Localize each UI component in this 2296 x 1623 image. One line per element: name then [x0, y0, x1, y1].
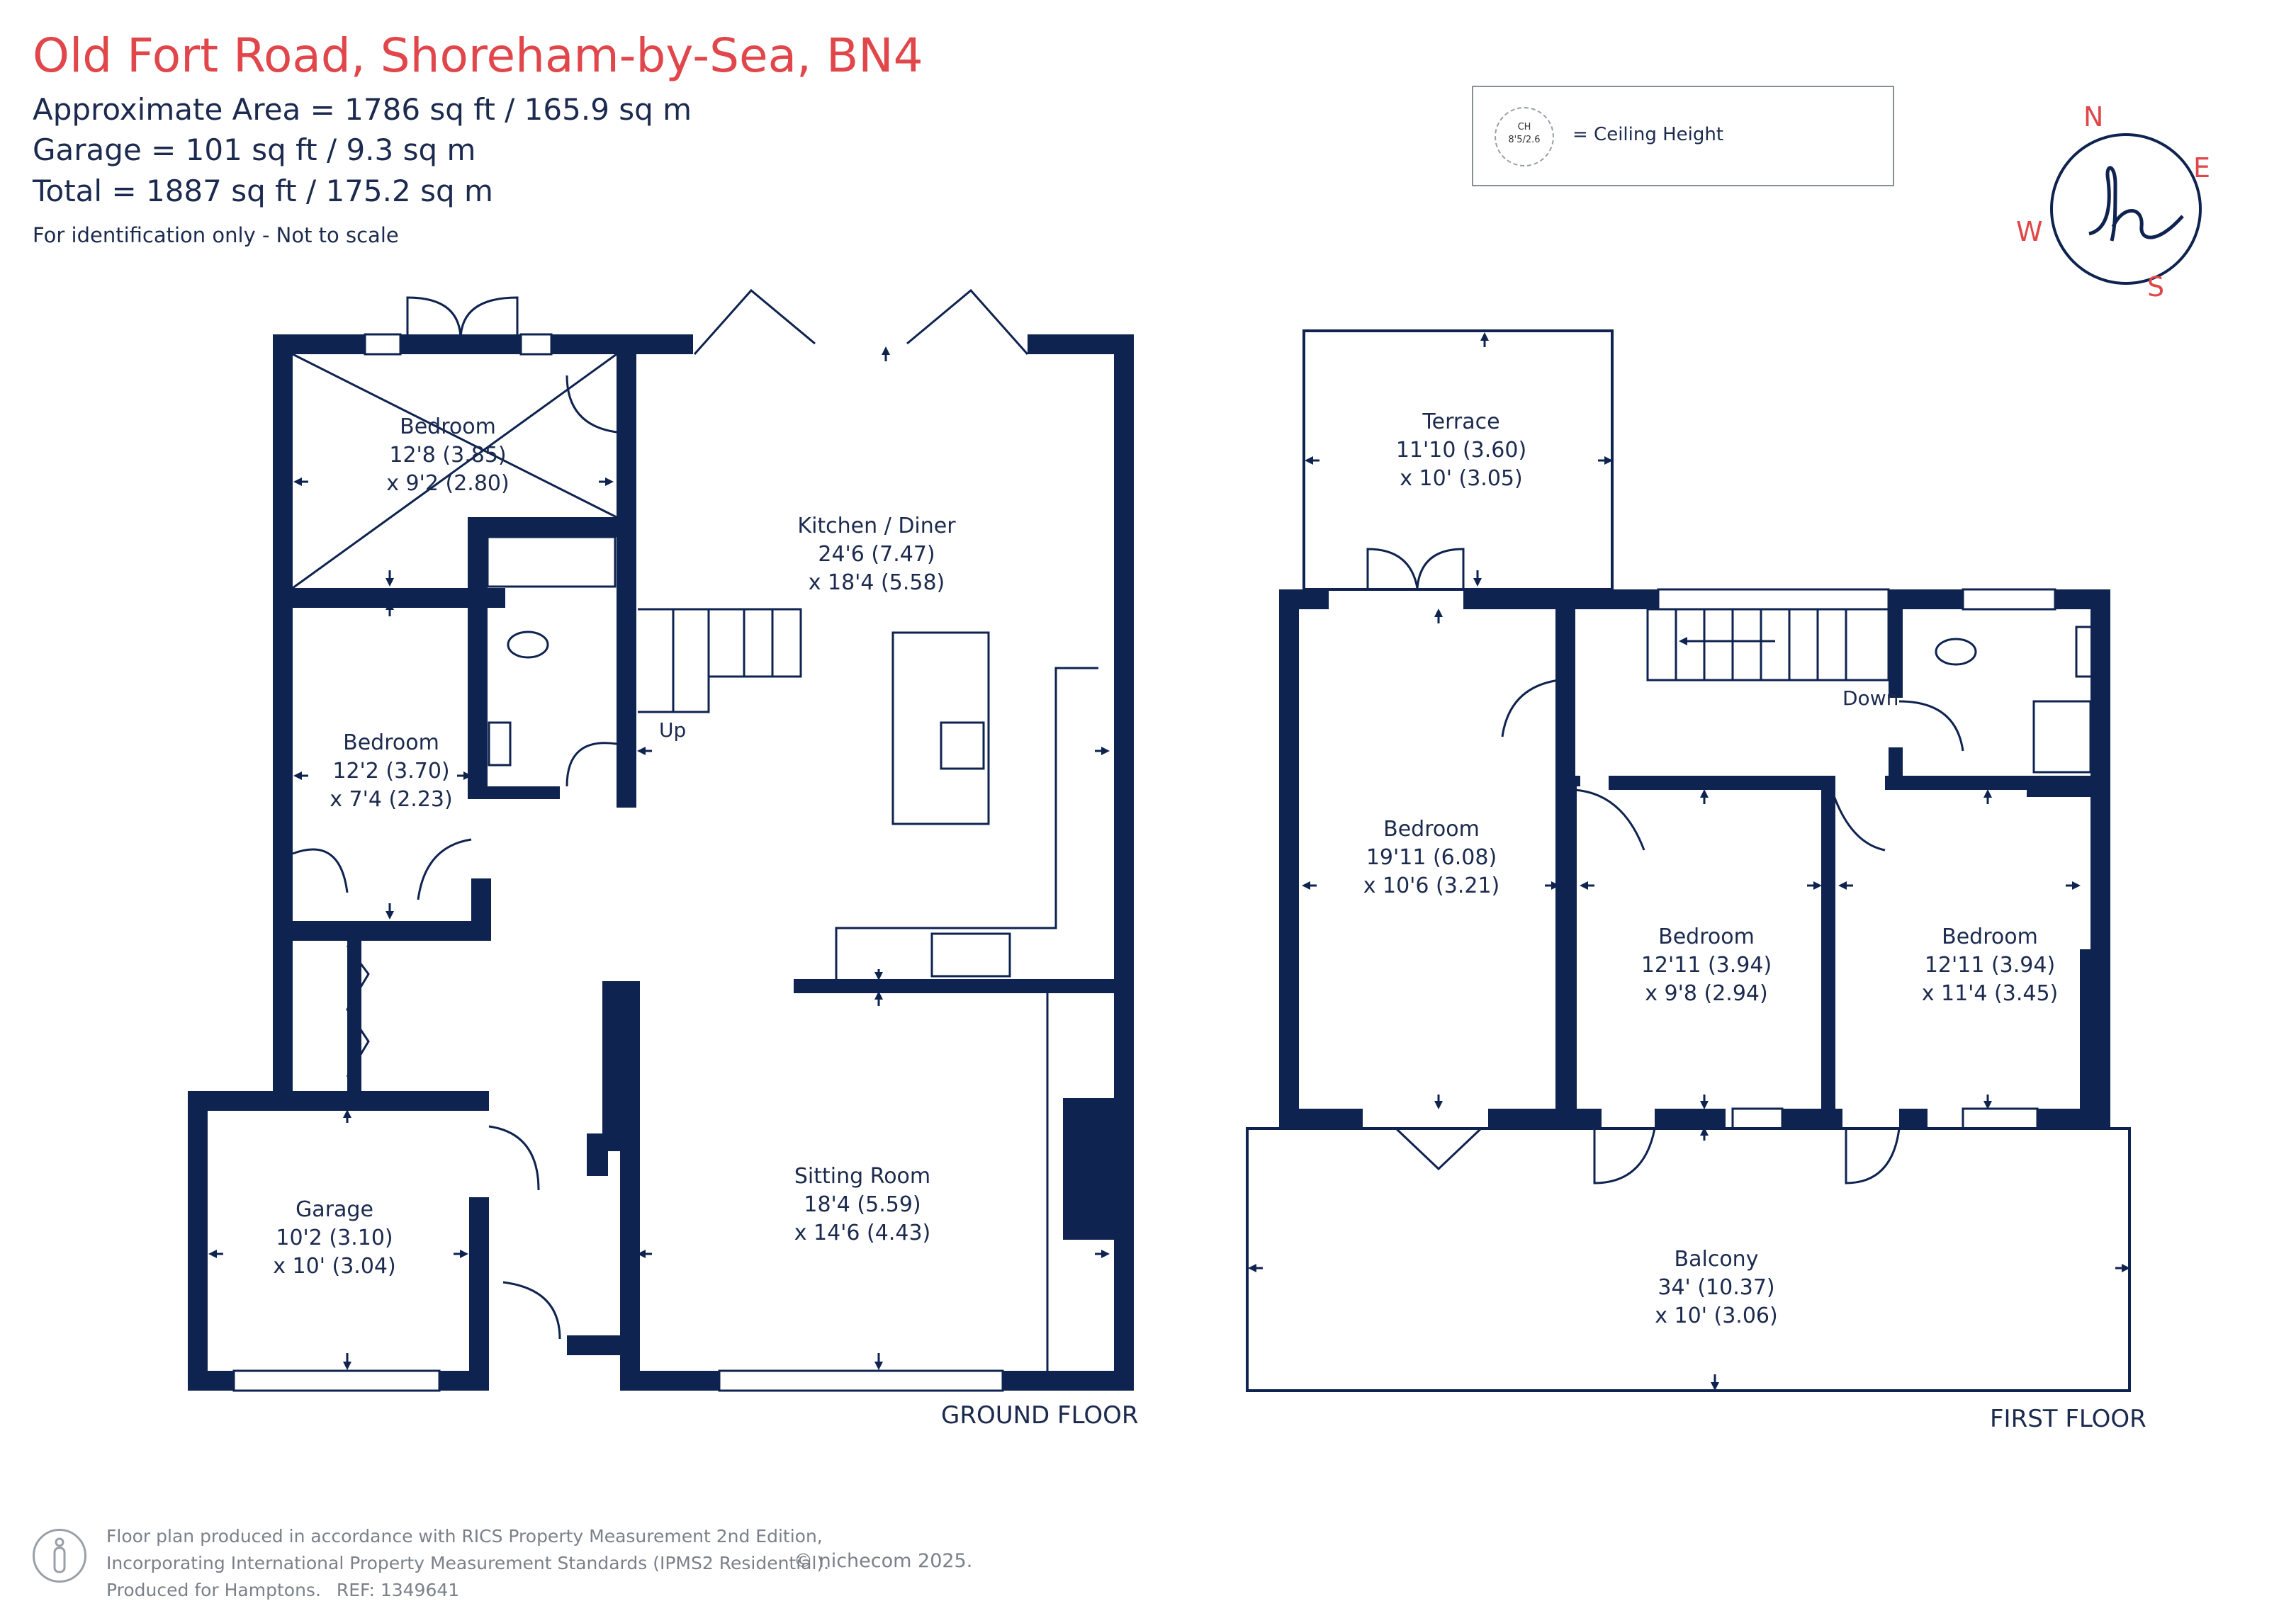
room-terrace: Terrace 11'10 (3.60) x 10' (3.05) — [1396, 409, 1526, 491]
total-area: Total = 1887 sq ft / 175.2 sq m — [33, 174, 493, 208]
room-dim-2: x 11'4 (3.45) — [1922, 981, 2059, 1006]
stairs-down-label: Down — [1842, 686, 1898, 710]
room-dim-2: x 7'4 (2.23) — [330, 787, 452, 812]
scale-note: For identification only - Not to scale — [33, 223, 399, 247]
room-dim-2: x 10' (3.05) — [1400, 466, 1522, 491]
room-name: Bedroom — [343, 730, 439, 755]
room-dim-2: x 10'6 (3.21) — [1363, 873, 1500, 898]
footer-line-3: Produced for Hamptons. REF: 1349641 — [106, 1577, 829, 1604]
compass-east: E — [2193, 152, 2210, 183]
first-floor-fixtures — [1366, 548, 2106, 1184]
footer-ref: REF: 1349641 — [336, 1580, 460, 1600]
ground-floor-arrows — [208, 346, 1110, 1370]
room-dim-1: 24'6 (7.47) — [818, 542, 935, 567]
room-dim-1: 19'11 (6.08) — [1366, 845, 1497, 870]
ground-floor-label: GROUND FLOOR — [941, 1401, 1139, 1430]
room-dim-1: 12'11 (3.94) — [1641, 953, 1772, 978]
room-name: Bedroom — [1942, 924, 2038, 949]
first-floor-label: FIRST FLOOR — [1990, 1405, 2146, 1433]
room-kitchen-diner: Kitchen / Diner 24'6 (7.47) x 18'4 (5.58… — [797, 514, 956, 595]
room-bedroom-1: Bedroom 12'8 (3.85) x 9'2 (2.80) — [386, 414, 509, 496]
room-dim-1: 34' (10.37) — [1658, 1275, 1774, 1300]
room-name: Sitting Room — [794, 1164, 930, 1189]
compass-west: W — [2016, 216, 2043, 247]
property-title: Old Fort Road, Shoreham-by-Sea, BN4 — [33, 28, 923, 83]
footer-text: Floor plan produced in accordance with R… — [106, 1523, 829, 1604]
room-dim-2: x 9'8 (2.94) — [1645, 981, 1767, 1006]
room-bedroom-a: Bedroom 19'11 (6.08) x 10'6 (3.21) — [1363, 817, 1500, 898]
room-dim-2: x 14'6 (4.43) — [794, 1221, 931, 1245]
room-dim-1: 18'4 (5.59) — [804, 1192, 921, 1217]
compass-north: N — [2083, 101, 2103, 132]
person-icon — [33, 1529, 86, 1583]
room-balcony: Balcony 34' (10.37) x 10' (3.06) — [1655, 1247, 1777, 1328]
room-dim-1: 10'2 (3.10) — [276, 1226, 393, 1250]
ceiling-height-legend: CH 8'5/2.6 = Ceiling Height — [1472, 86, 1894, 186]
room-dim-2: x 10' (3.04) — [273, 1254, 395, 1279]
nichecom-logo-icon — [2088, 166, 2184, 242]
room-name: Bedroom — [1383, 817, 1480, 842]
footer-produced-for: Produced for Hamptons. — [106, 1580, 321, 1600]
room-dim-1: 12'11 (3.94) — [1925, 953, 2055, 978]
room-name: Bedroom — [400, 414, 496, 439]
badge-top-text: CH — [1517, 122, 1531, 132]
room-dim-1: 11'10 (3.60) — [1396, 438, 1526, 463]
room-dim-1: 12'2 (3.70) — [332, 759, 449, 784]
room-name: Balcony — [1675, 1247, 1759, 1272]
room-dim-1: 12'8 (3.85) — [389, 443, 506, 468]
first-floor-arrows — [1248, 332, 2130, 1391]
room-garage: Garage 10'2 (3.10) x 10' (3.04) — [273, 1197, 395, 1279]
room-name: Garage — [296, 1197, 373, 1222]
legend-label: = Ceiling Height — [1572, 124, 1724, 145]
compass-icon: N E S W — [2016, 101, 2210, 302]
room-dim-2: x 9'2 (2.80) — [386, 471, 509, 496]
footer-line-2: Incorporating International Property Mea… — [106, 1553, 830, 1573]
badge-bottom-text: 8'5/2.6 — [1508, 135, 1541, 145]
ceiling-height-badge-icon: CH 8'5/2.6 — [1495, 107, 1554, 166]
approximate-area: Approximate Area = 1786 sq ft / 165.9 sq… — [33, 92, 692, 127]
room-dim-2: x 10' (3.06) — [1655, 1304, 1777, 1328]
room-bedroom-b: Bedroom 12'11 (3.94) x 9'8 (2.94) — [1641, 924, 1772, 1006]
garage-area: Garage = 101 sq ft / 9.3 sq m — [33, 132, 476, 167]
room-bedroom-c: Bedroom 12'11 (3.94) x 11'4 (3.45) — [1922, 924, 2059, 1006]
room-name: Kitchen / Diner — [797, 514, 956, 538]
compass-south: S — [2147, 271, 2164, 302]
stairs-up-label: Up — [659, 718, 686, 742]
room-bedroom-2: Bedroom 12'2 (3.70) x 7'4 (2.23) — [330, 730, 452, 812]
room-name: Terrace — [1422, 409, 1499, 434]
copyright: © nichecom 2025. — [794, 1550, 973, 1572]
footer-line-1: Floor plan produced in accordance with R… — [106, 1526, 823, 1546]
ground-floor-walls — [188, 333, 1134, 1392]
room-name: Bedroom — [1658, 924, 1755, 949]
room-dim-2: x 18'4 (5.58) — [809, 570, 945, 595]
room-sitting-room: Sitting Room 18'4 (5.59) x 14'6 (4.43) — [794, 1164, 931, 1245]
ground-floor-fixtures — [292, 288, 1098, 1371]
